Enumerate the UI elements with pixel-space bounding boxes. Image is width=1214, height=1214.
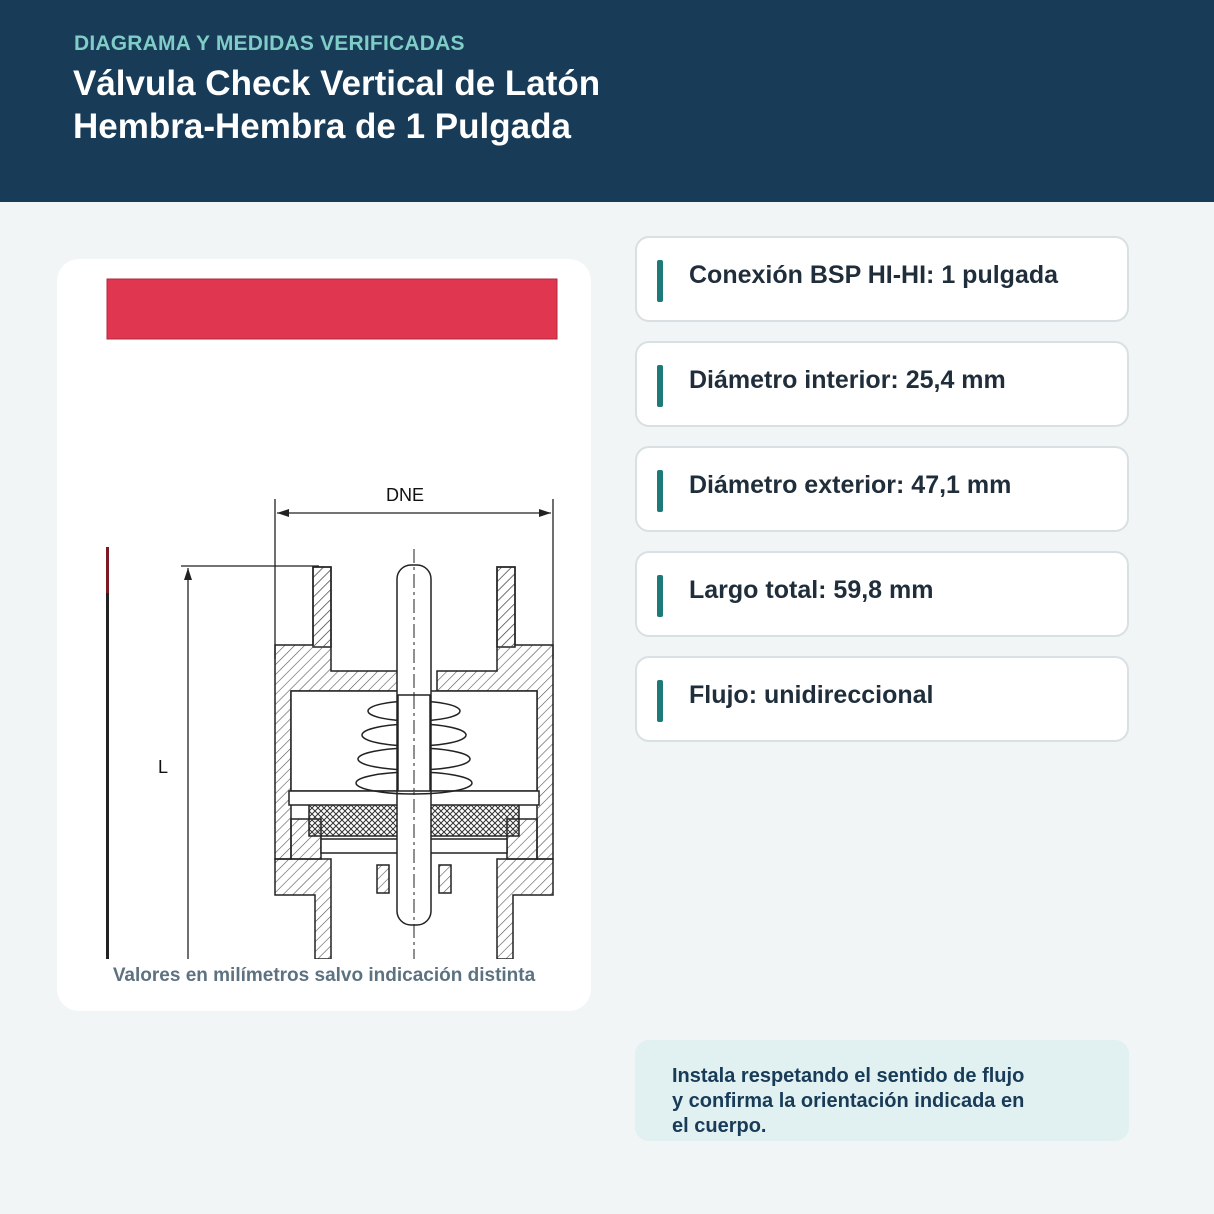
- diagram-card: DNE L: [57, 259, 591, 1011]
- spec-accent-bar: [657, 260, 663, 302]
- installation-note: Instala respetando el sentido de flujo y…: [635, 1040, 1129, 1141]
- spec-accent-bar: [657, 470, 663, 512]
- diagram-banner: [106, 278, 558, 340]
- spec-card-connection: Conexión BSP HI-HI: 1 pulgada: [635, 236, 1129, 322]
- spec-text: Flujo: unidireccional: [689, 681, 934, 709]
- page-title: Válvula Check Vertical de Latón Hembra-H…: [73, 62, 600, 148]
- title-line-1: Válvula Check Vertical de Latón: [73, 64, 601, 103]
- spec-accent-bar: [657, 365, 663, 407]
- dne-arrow-right: [539, 509, 551, 517]
- header: DIAGRAMA Y MEDIDAS VERIFICADAS Válvula C…: [0, 0, 1214, 202]
- spec-accent-bar: [657, 575, 663, 617]
- installation-note-text: Instala respetando el sentido de flujo y…: [672, 1065, 1025, 1137]
- spec-text: Conexión BSP HI-HI: 1 pulgada: [689, 261, 1059, 289]
- spec-text: Diámetro exterior: 47,1 mm: [689, 471, 1012, 499]
- dne-label: DNE: [386, 485, 424, 505]
- l-arrow-top: [184, 568, 192, 580]
- spec-card-inner-diameter: Diámetro interior: 25,4 mm: [635, 341, 1129, 427]
- spec-card-total-length: Largo total: 59,8 mm: [635, 551, 1129, 637]
- valve-diagram: DNE L: [106, 278, 558, 959]
- spec-accent-bar: [657, 680, 663, 722]
- spec-text: Diámetro interior: 25,4 mm: [689, 366, 1006, 394]
- l-label: L: [158, 757, 168, 777]
- dne-arrow-left: [277, 509, 289, 517]
- title-line-2: Hembra-Hembra de 1 Pulgada: [73, 107, 571, 146]
- spec-text: Largo total: 59,8 mm: [689, 576, 934, 604]
- spec-card-flow: Flujo: unidireccional: [635, 656, 1129, 742]
- diagram-caption: Valores en milímetros salvo indicación d…: [112, 965, 536, 986]
- left-scan-rule: [106, 547, 109, 959]
- header-kicker: DIAGRAMA Y MEDIDAS VERIFICADAS: [74, 32, 465, 55]
- spec-card-outer-diameter: Diámetro exterior: 47,1 mm: [635, 446, 1129, 532]
- left-scan-rule-red: [106, 547, 109, 593]
